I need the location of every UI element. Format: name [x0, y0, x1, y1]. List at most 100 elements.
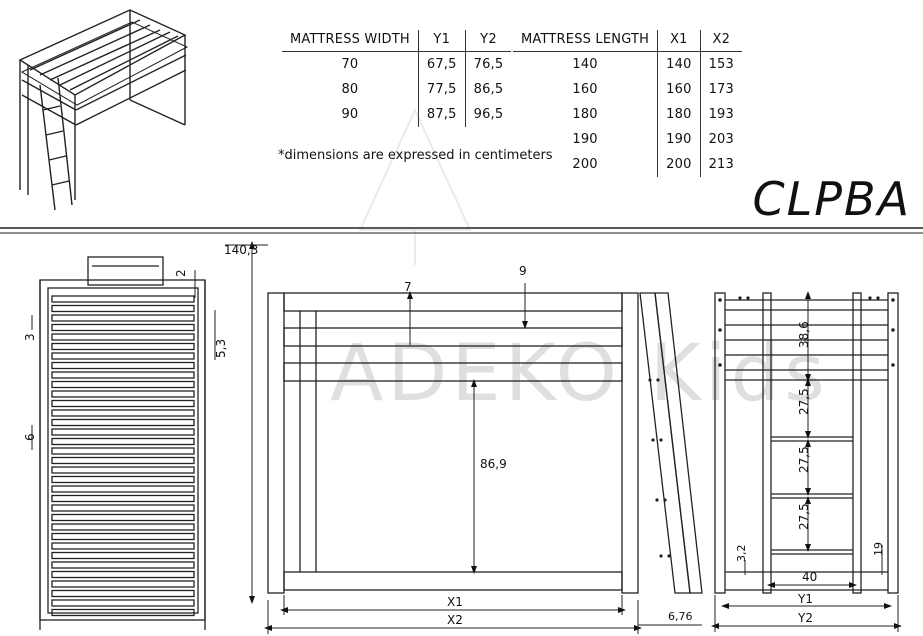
table-header: Y2	[465, 30, 512, 52]
table-cell: 87,5	[418, 102, 466, 127]
dim-ladder-width: 40	[802, 570, 817, 584]
slat	[51, 523, 195, 531]
table-header: X2	[700, 30, 742, 52]
units-note: *dimensions are expressed in centimeters	[278, 148, 553, 163]
table-cell: 180	[513, 102, 659, 127]
table-header: X1	[657, 30, 701, 52]
table-row: 70 67,5 76,5	[282, 51, 511, 77]
table-cell: 77,5	[418, 77, 466, 102]
table-row: 190 190 203	[513, 127, 742, 152]
top-view-dimensions: 2 3 6 5,3	[23, 269, 228, 450]
table-header: Y1	[418, 30, 466, 52]
table-cell: 200	[657, 152, 701, 177]
mattress-length-table: MATTRESS LENGTH X1 X2 140 140 153 160 16…	[513, 30, 742, 177]
table-cell: 86,5	[473, 82, 504, 97]
dim-ladder-step-2: 27,5	[797, 446, 811, 473]
side-view	[267, 292, 703, 594]
table-cell: 76,5	[473, 57, 504, 72]
model-code: CLPBA	[752, 172, 911, 226]
table-cell: 80	[282, 77, 419, 102]
dim-y2: Y2	[797, 611, 813, 625]
dim-foot-left: 3,2	[735, 545, 748, 563]
slat	[51, 466, 195, 474]
dim-ladder-step-top: 38,6	[797, 321, 811, 348]
slat	[51, 475, 195, 484]
slat	[51, 428, 195, 436]
table-cell: 70	[282, 51, 419, 77]
dim-slat-width: 3	[23, 333, 37, 341]
dim-rail-gap-7: 7	[404, 280, 412, 294]
table-cell: 90	[282, 102, 419, 127]
table-cell: 180	[657, 102, 701, 127]
mattress-width-table: MATTRESS WIDTH Y1 Y2 70 67,5 76,5 80 77,…	[282, 30, 512, 127]
slat	[51, 504, 195, 512]
table-cell: 200	[513, 152, 659, 177]
table-cell: 67,5	[418, 51, 466, 77]
slat	[51, 418, 195, 427]
table-cell: 140	[657, 51, 701, 77]
dim-ladder-step-3: 27,5	[797, 503, 811, 530]
table-cell: 160	[657, 77, 701, 102]
side-view-dimensions: 7 9 86,9 X1 X2 6,76	[264, 264, 702, 634]
slat	[51, 323, 195, 332]
slat	[51, 608, 195, 617]
watermark-text: ADEKO Kids	[330, 329, 829, 419]
slat	[51, 361, 195, 370]
table-cell: 160	[513, 77, 659, 102]
slat	[51, 447, 195, 455]
slat	[51, 342, 195, 351]
slat	[51, 399, 195, 408]
table-cell: 153	[708, 57, 734, 72]
dim-height-total: 140,3	[224, 243, 258, 257]
slat	[51, 532, 195, 541]
dim-slat-gap: 2	[174, 269, 188, 277]
slat	[51, 380, 195, 389]
table-cell: 193	[708, 107, 734, 122]
slat	[51, 485, 195, 493]
dim-ladder-step-1: 27,5	[797, 388, 811, 415]
table-row: 160 160 173	[513, 77, 742, 102]
slat	[51, 551, 195, 560]
slat	[51, 580, 195, 588]
table-cell: 203	[708, 132, 734, 147]
slat	[51, 333, 195, 341]
bed-isometric-sketch	[18, 9, 189, 211]
slat	[51, 371, 195, 379]
table-row: 200 200 213	[513, 152, 742, 177]
slat	[51, 437, 195, 446]
slat	[51, 542, 195, 550]
height-dimension: 140,3	[224, 241, 268, 604]
slats	[51, 295, 195, 617]
slat	[51, 561, 195, 569]
table-cell: 213	[708, 157, 734, 172]
ladder-view-dimensions: 38,6 27,5 27,5 27,5 40 3,2 19 Y1 Y2	[711, 291, 902, 632]
table-cell: 140	[513, 51, 659, 77]
table-row: 90 87,5 96,5	[282, 102, 511, 127]
slat	[51, 570, 195, 579]
dim-underbed-height: 86,9	[480, 457, 507, 471]
slat	[51, 456, 195, 465]
table-cell: 96,5	[473, 107, 504, 122]
slat	[51, 494, 195, 503]
slat	[51, 409, 195, 417]
dim-x1: X1	[447, 595, 463, 609]
table-row: 140 140 153	[513, 51, 742, 77]
table-cell: 190	[657, 127, 701, 152]
slat	[51, 599, 195, 607]
dim-ladder-depth: 6,76	[668, 610, 693, 623]
dim-side-offset: 5,3	[214, 339, 228, 358]
dim-foot-right: 19	[872, 542, 885, 556]
slat	[51, 352, 195, 360]
slat	[51, 390, 195, 398]
slat	[51, 513, 195, 522]
table-header: MATTRESS LENGTH	[513, 30, 659, 52]
table-cell: 173	[708, 82, 734, 97]
top-view	[39, 256, 206, 630]
table-row: 180 180 193	[513, 102, 742, 127]
table-cell: 190	[513, 127, 659, 152]
slat	[51, 589, 195, 598]
dim-x2: X2	[447, 613, 463, 627]
slat	[51, 304, 195, 313]
